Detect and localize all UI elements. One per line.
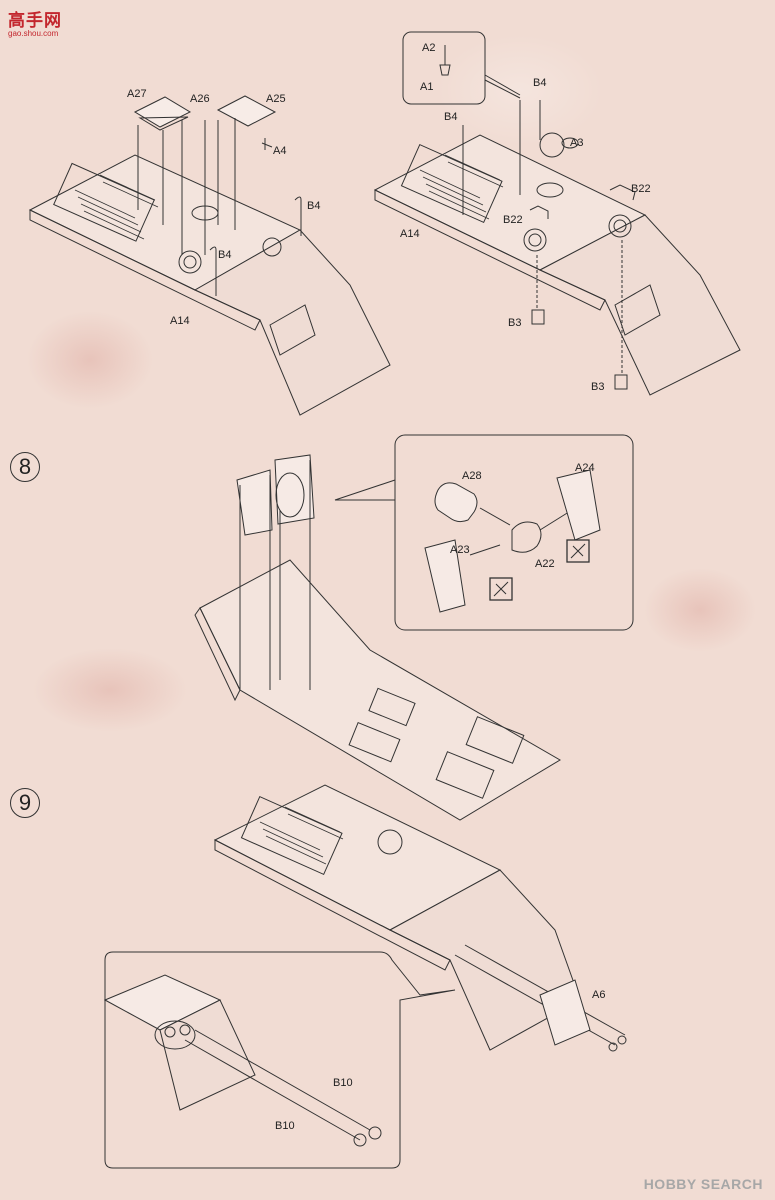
part-label-b22: B22 xyxy=(503,214,523,226)
hobby-search-watermark: HOBBY SEARCH xyxy=(643,1176,763,1192)
logo-subtext: gao.shou.com xyxy=(8,29,59,38)
step-number-9: 9 xyxy=(10,788,40,818)
step-8-drawing xyxy=(194,434,634,821)
part-label-a2: A2 xyxy=(422,42,436,54)
part-label-b10: B10 xyxy=(275,1120,295,1132)
part-label-a14: A14 xyxy=(400,228,420,240)
part-label-b10: B10 xyxy=(333,1077,353,1089)
part-label-b3: B3 xyxy=(508,317,522,329)
part-label-a24: A24 xyxy=(575,462,595,474)
step-number-8: 8 xyxy=(10,452,40,482)
part-label-a27: A27 xyxy=(127,88,147,100)
part-label-b4: B4 xyxy=(307,200,321,212)
step-9-drawing xyxy=(103,784,627,1169)
site-logo: 高手网 gao.shou.com xyxy=(8,6,62,38)
part-label-a4: A4 xyxy=(273,145,287,157)
part-label-a1: A1 xyxy=(420,81,434,93)
part-label-a22: A22 xyxy=(535,558,555,570)
part-label-b4: B4 xyxy=(444,111,458,123)
part-label-a25: A25 xyxy=(266,93,286,105)
part-label-a6: A6 xyxy=(592,989,606,1001)
part-label-a28: A28 xyxy=(462,470,482,482)
hull-deck-right-drawing xyxy=(373,31,741,396)
part-label-b3: B3 xyxy=(591,381,605,393)
part-label-b22: B22 xyxy=(631,183,651,195)
part-label-a23: A23 xyxy=(450,544,470,556)
part-label-b4: B4 xyxy=(218,249,232,261)
part-label-b4: B4 xyxy=(533,77,547,89)
part-label-a3: A3 xyxy=(570,137,584,149)
hull-deck-left-drawing xyxy=(28,95,391,416)
logo-text: 高手网 xyxy=(8,11,62,31)
part-label-a26: A26 xyxy=(190,93,210,105)
part-label-a14: A14 xyxy=(170,315,190,327)
